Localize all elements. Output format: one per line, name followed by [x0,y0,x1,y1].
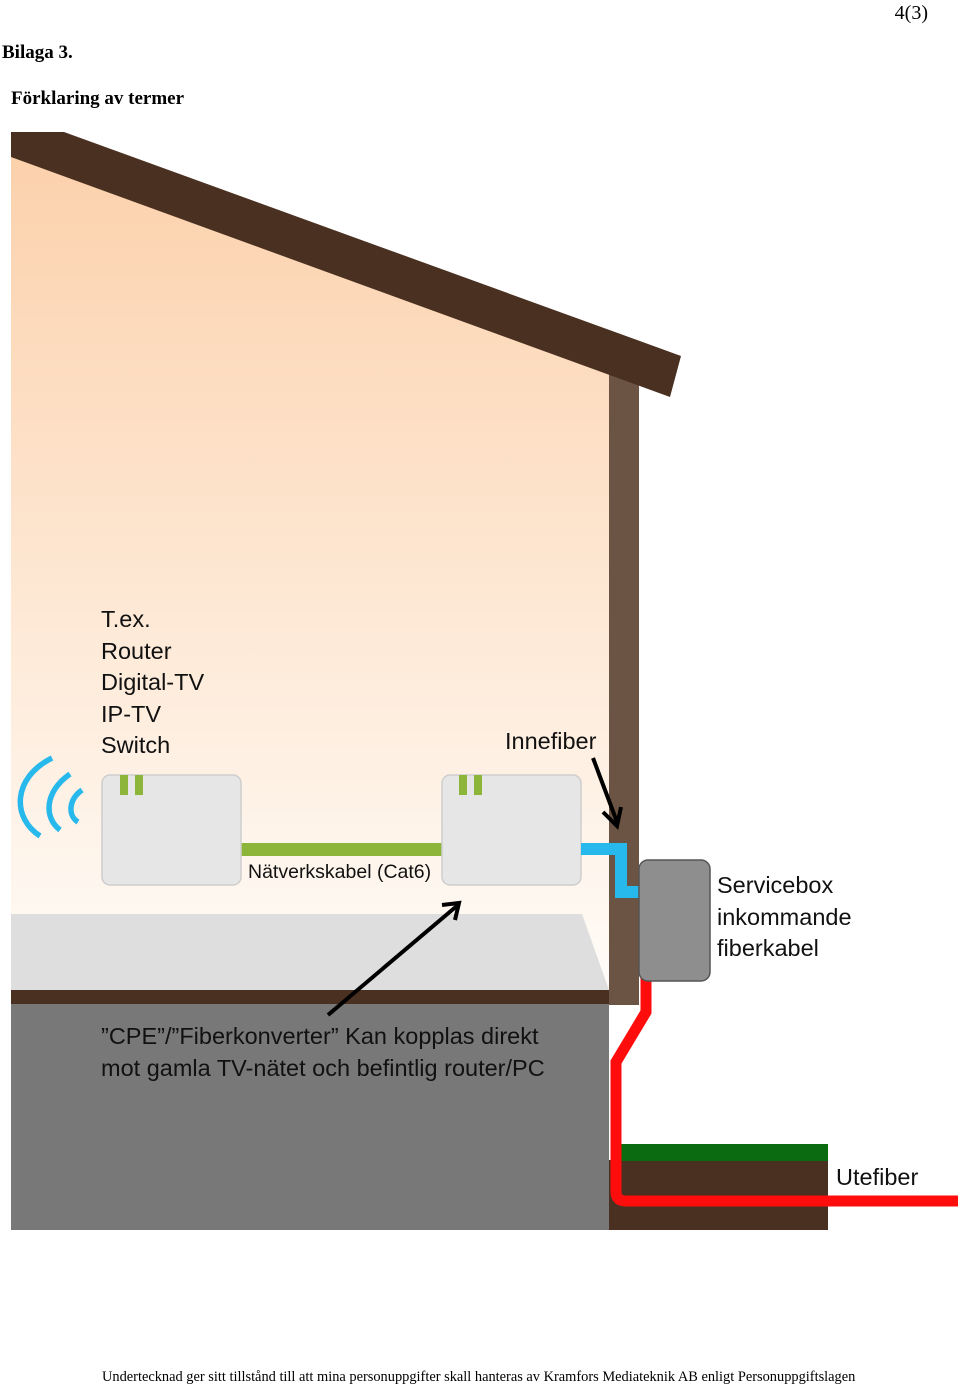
cpe-note-line: mot gamla TV-nätet och befintlig router/… [101,1055,545,1081]
foundation [11,1004,609,1230]
wifi-icon [17,755,84,839]
router-led-1 [120,775,128,795]
grass [621,1144,828,1161]
network-cable-label: Nätverkskabel (Cat6) [248,861,431,883]
service-box-label-line: fiberkabel [717,935,819,961]
service-box [638,859,711,982]
outer-wall [609,372,639,1005]
cpe-note-line: ”CPE”/”Fiberkonverter” Kan kopplas direk… [101,1023,539,1049]
cpe-led-1 [459,775,467,795]
footer-consent-text: Undertecknad ger sitt tillstånd till att… [102,1369,856,1385]
roof [11,132,681,397]
device-example-line: Digital-TV [101,669,204,695]
floor-beam [11,990,609,1004]
device-example-line: T.ex. [101,606,151,632]
router-device [101,774,242,886]
floor-surface [11,914,609,990]
utefiber-label: Utefiber [836,1164,918,1190]
innefiber-arrow [591,757,623,831]
service-box-label: Servicebox inkommande fiberkabel [717,872,858,961]
innefiber-label: Innefiber [505,728,597,754]
inner-fiber-cable [581,843,641,898]
cpe-led-2 [474,775,482,795]
service-box-label-line: Servicebox [717,872,833,898]
device-example-line: Router [101,638,172,664]
router-led-2 [135,775,143,795]
cpe-note: ”CPE”/”Fiberkonverter” Kan kopplas direk… [101,1023,545,1081]
cpe-arrow [326,900,462,1017]
ground [609,1160,828,1230]
service-box-label-line: inkommande [717,904,852,930]
device-examples: T.ex. Router Digital-TV IP-TV Switch [101,606,211,758]
device-example-line: IP-TV [101,701,161,727]
network-cable [241,843,442,856]
cpe-device [441,774,582,886]
outer-fiber-cable [610,978,958,1207]
section-title: Förklaring av termer [11,88,185,109]
device-example-line: Switch [101,732,170,758]
appendix-heading: Bilaga 3. [2,42,73,63]
page-number: 4(3) [894,2,928,24]
